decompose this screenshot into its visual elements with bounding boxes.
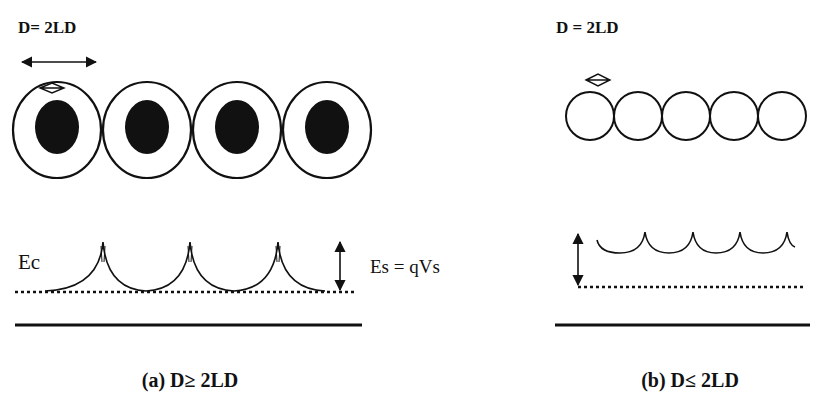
grain bbox=[103, 82, 191, 178]
small-diamond bbox=[586, 74, 610, 86]
grain-circles bbox=[566, 92, 806, 140]
fermi-level bbox=[555, 324, 810, 327]
spike-tips bbox=[101, 246, 280, 262]
dimension-label: D= 2LD bbox=[18, 18, 76, 38]
core bbox=[215, 100, 259, 154]
barrier-arrow bbox=[339, 242, 341, 290]
core bbox=[35, 100, 79, 154]
core bbox=[305, 100, 349, 154]
grain bbox=[710, 92, 758, 140]
panel-caption: (a) D≥ 2LD bbox=[142, 368, 239, 392]
grain bbox=[662, 92, 710, 140]
conduction-band-edge bbox=[15, 291, 357, 294]
grain bbox=[758, 92, 806, 140]
dimension-label-holder: D = 2LD bbox=[556, 18, 619, 38]
grain bbox=[13, 82, 101, 178]
dimension-label: D = 2LD bbox=[556, 18, 619, 38]
band-spikes bbox=[45, 242, 325, 291]
panel-caption-holder: (a) D≥ 2LD bbox=[142, 368, 239, 392]
band-label: Ec bbox=[18, 250, 40, 275]
barrier-arrow bbox=[577, 234, 579, 285]
core bbox=[125, 100, 169, 154]
barrier-label-holder: Es = qVs bbox=[370, 256, 440, 279]
band-label-holder: Ec bbox=[18, 250, 40, 275]
panel-caption-holder: (b) D≤ 2LD bbox=[641, 368, 739, 392]
fermi-level bbox=[15, 324, 362, 327]
depletion-cores bbox=[35, 100, 349, 154]
dimension-arrow bbox=[22, 61, 96, 63]
dimension-label-holder: D= 2LD bbox=[18, 18, 76, 38]
grain-circles bbox=[13, 82, 371, 178]
grain bbox=[193, 82, 281, 178]
grain bbox=[283, 82, 371, 178]
band-scallops bbox=[597, 232, 795, 253]
small-diamond bbox=[40, 83, 64, 93]
barrier-label: Es = qVs bbox=[370, 256, 440, 279]
panel-caption: (b) D≤ 2LD bbox=[641, 368, 739, 392]
grain bbox=[614, 92, 662, 140]
grain bbox=[566, 92, 614, 140]
conduction-band-edge bbox=[578, 286, 805, 289]
